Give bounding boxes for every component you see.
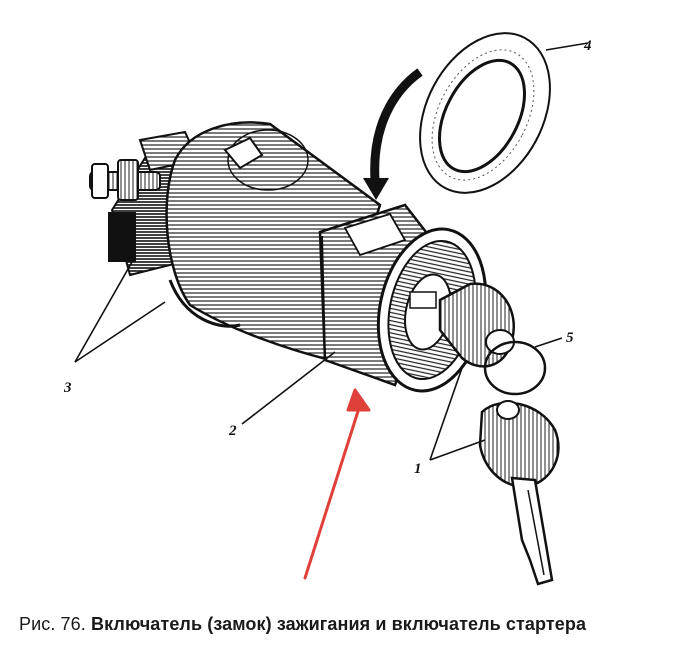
leader-lines — [74, 42, 589, 461]
red-pointer-arrow — [303, 388, 371, 580]
label-part-3: 3 — [63, 380, 72, 396]
trim-ring — [419, 32, 551, 194]
label-part-2: 2 — [228, 423, 237, 439]
lock-face — [376, 227, 488, 393]
label-part-1: 1 — [414, 461, 422, 477]
figure-caption: Рис. 76. Включатель (замок) зажигания и … — [19, 614, 586, 635]
keys — [438, 282, 560, 586]
assembly-arrow — [363, 68, 423, 200]
caption-title: Включатель (замок) зажигания и включател… — [91, 614, 587, 634]
label-part-4: 4 — [583, 38, 592, 54]
terminal-studs — [89, 159, 161, 201]
caption-prefix: Рис. 76. — [19, 614, 86, 634]
label-part-5: 5 — [566, 330, 574, 346]
ignition-switch-illustration: 1 2 3 4 5 — [63, 32, 592, 586]
